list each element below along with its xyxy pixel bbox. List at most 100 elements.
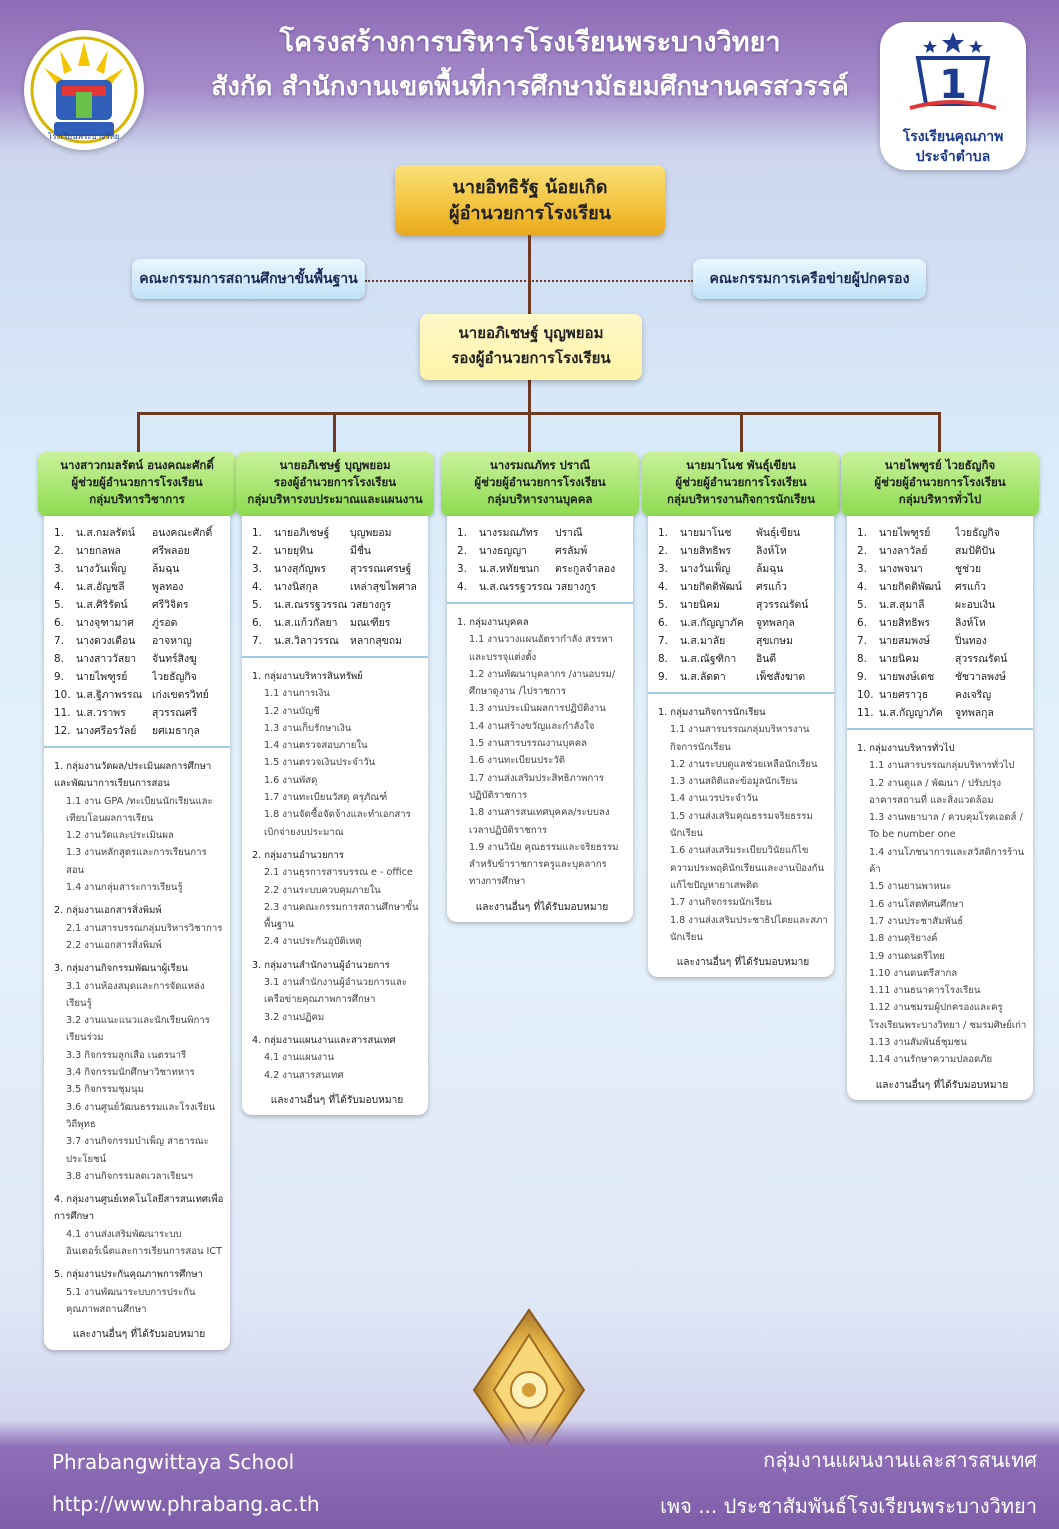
member-row: 8.น.ส.ณัฐฑิกาอินตี — [658, 650, 828, 668]
member-first-name: นายนิคม — [680, 599, 720, 611]
task-item: 1.1 งานการเงิน — [264, 688, 330, 700]
task-group-heading: 1. กลุ่มงานบุคคล — [457, 617, 529, 628]
member-row: 9.นายไพฑูรย์ไวยธัญกิจ — [54, 668, 224, 686]
group-leader-title: ผู้ช่วยผู้อำนวยการโรงเรียน — [874, 475, 1006, 489]
member-surname: เก่งเขตรวิทย์ — [152, 689, 209, 701]
member-surname: หลากสุขถม — [350, 635, 402, 647]
member-number: 2. — [252, 545, 262, 557]
task-item: 4.1 งานส่งเสริมพัฒนาระบบอินเตอร์เน็ตและก… — [66, 1228, 222, 1258]
task-item: 1.7 งานประชาสัมพันธ์ — [869, 915, 964, 927]
member-row: 3.นางพจนาชูช่วย — [857, 560, 1027, 578]
member-surname: คงเจริญ — [955, 689, 992, 701]
member-first-name: น.ส.กัญญาภัค — [680, 617, 744, 629]
quality-caption-2: ประจำตำบล — [915, 149, 991, 165]
task-group-heading: 5. กลุ่มงานประกันคุณภาพการศึกษา — [54, 1269, 203, 1281]
group-header-5: นายไพฑูรย์ ไวยธัญกิจผู้ช่วยผู้อำนวยการโร… — [841, 452, 1039, 516]
task-item: 1.6 งานโสตทัศนศึกษา — [869, 898, 964, 910]
group-name: กลุ่มบริหารงานบุคคล — [487, 492, 593, 506]
member-number: 7. — [857, 635, 867, 647]
member-surname: ศรแก้ว — [756, 581, 787, 593]
member-surname: ชัชวาลพงษ์ — [955, 671, 1006, 683]
group-header-3: นางรมณภัทร ปราณีผู้ช่วยผู้อำนวยการโรงเรี… — [441, 452, 639, 516]
group-header-1: นางสาวกมลรัตน์ อนงคณะศักดิ์ผู้ช่วยผู้อำน… — [38, 452, 236, 516]
member-surname: ล้มฉุน — [152, 563, 180, 575]
member-list: 1.น.ส.กมลรัตน์อนงคณะศักดิ์2.นายกลพลศรีพล… — [44, 516, 230, 748]
member-row: 10.นายศราวุธคงเจริญ — [857, 686, 1027, 704]
task-item: 3.8 งานกิจกรรมลดเวลาเรียนฯ — [66, 1170, 193, 1182]
task-item: 1.1 งานสารบรรณกลุ่มบริหารงานกิจการนักเรี… — [670, 724, 810, 753]
member-number: 7. — [54, 635, 64, 647]
member-surname: มีชื่น — [350, 545, 372, 557]
group-name: กลุ่มบริหารทั่วไป — [898, 492, 982, 506]
school-logo — [24, 30, 144, 150]
member-number: 2. — [54, 545, 64, 557]
task-item: 1.13 งานสัมพันธ์ชุมชน — [869, 1037, 967, 1049]
member-number: 11. — [857, 707, 874, 719]
member-number: 3. — [857, 563, 867, 575]
member-surname: เพ็ชสังฆาต — [756, 671, 806, 683]
member-row: 2.นายสิทธิพรลิงห์โห — [658, 542, 828, 560]
member-first-name: นายกิตติพัฒน์ — [879, 581, 942, 593]
task-group-heading: 1. กลุ่มงานบริหารทั่วไป — [857, 743, 955, 754]
task-item: 1.11 งานธนาคารโรงเรียน — [869, 985, 981, 997]
member-row: 1.นายไพฑูรย์ไวยธัญกิจ — [857, 524, 1027, 542]
member-list: 1.นางรมณภัทรปราณี2.นางธญญาศรลัมพ์3.น.ส.ห… — [447, 516, 633, 604]
connector-group-4 — [740, 412, 743, 452]
footer-url-link[interactable]: http://www.phrabang.ac.th — [52, 1492, 320, 1516]
task-group-heading: 2. กลุ่มงานเอกสารสิ่งพิมพ์ — [54, 905, 162, 917]
member-number: 5. — [54, 599, 64, 611]
footer-page-link[interactable]: เพจ ... ประชาสัมพันธ์โรงเรียนพระบางวิทยา — [660, 1494, 1037, 1518]
task-item: 3.3 กิจกรรมลูกเสือ เนตรนารี — [66, 1049, 187, 1061]
footer-banner: Phrabangwittaya School http://www.phraba… — [0, 1420, 1059, 1529]
quality-school-logo: 1 โรงเรียนคุณภาพ ประจำตำบล — [880, 22, 1026, 170]
other-assigned-note: และงานอื่นๆ ที่ได้รับมอบหมาย — [875, 1079, 1009, 1091]
quality-badge-icon: 1 — [909, 32, 997, 110]
member-surname: มณเฑียร — [350, 617, 391, 629]
member-row: 4. นายกิตติพัฒน์ ศรแก้ว — [857, 578, 1027, 596]
task-item: 4.1 งานแผนงาน — [264, 1052, 334, 1064]
member-number: 2. — [457, 545, 467, 557]
task-item: 1.2 งานบัญชี — [264, 705, 320, 717]
member-row: 12.นางศรีอรวัลย์ยศเมธากุล — [54, 722, 224, 740]
member-first-name: นางวันเพ็ญ — [76, 563, 127, 575]
task-item: 1.4 งานสร้างขวัญและกำลังใจ — [469, 720, 595, 732]
member-number: 4. — [658, 581, 668, 593]
task-item: 1.2 งานดูแล / พัฒนา / ปรับปรุงอาคารสถานท… — [869, 777, 1002, 806]
member-number: 1. — [857, 527, 867, 539]
member-first-name: นางพจนา — [879, 563, 923, 575]
member-number: 3. — [252, 563, 262, 575]
task-item: 1.2 งานพัฒนาบุคลากร /งานอบรม/ศึกษาดูงาน … — [469, 668, 616, 698]
group-header-4: นายมาโนช พันธุ์เขียนผู้ช่วยผู้อำนวยการโร… — [642, 452, 840, 516]
member-surname: ภู่รอด — [152, 617, 178, 629]
page-subtitle: สังกัด สำนักงานเขตพื้นที่การศึกษามัธยมศึ… — [211, 72, 849, 102]
task-item: 1.1 งานสารบรรณกลุ่มบริหารทั่วไป — [869, 760, 1015, 772]
member-number: 5. — [857, 599, 867, 611]
member-row: 8.นายนิคมสุวรรณรัตน์ — [857, 650, 1027, 668]
member-first-name: นายสิทธิพร — [879, 617, 930, 629]
other-assigned-note: และงานอื่นๆ ที่ได้รับมอบหมาย — [270, 1094, 404, 1106]
member-first-name: น.ส.มาลัย — [680, 635, 726, 647]
member-row: 3.นางวันเพ็ญล้มฉุน — [54, 560, 224, 578]
task-item: 1.2 งานวัดและประเมินผล — [66, 830, 174, 842]
member-surname: จูทพลกุล — [756, 617, 795, 629]
member-surname: ลิงห์โห — [756, 545, 787, 557]
member-number: 7. — [252, 635, 262, 647]
connector-deputy-down — [528, 380, 531, 414]
member-row: 3.นางวันเพ็ญล้มฉุน — [658, 560, 828, 578]
member-row: 4.น.ส.ณรรฐวรรณวสยางกูร — [457, 578, 627, 596]
member-number: 4. — [857, 581, 867, 593]
member-first-name: น.ส.วราพร — [76, 707, 126, 719]
member-row: 2.นางธญญาศรลัมพ์ — [457, 542, 627, 560]
member-number: 6. — [658, 617, 668, 629]
other-assigned-note: และงานอื่นๆ ที่ได้รับมอบหมาย — [475, 901, 609, 913]
task-list: 1. กลุ่มงานบริหารสินทรัพย์1.1 งานการเงิน… — [242, 658, 428, 1115]
member-surname: สุวรรณเศรษฐ์ — [350, 563, 412, 575]
member-row: 7.นายสมพงษ์ปิ่นทอง — [857, 632, 1027, 650]
group-leader-name: นางรมณภัทร ปราณี — [489, 458, 591, 472]
member-number: 1. — [658, 527, 668, 539]
member-surname: ศรแก้ว — [955, 581, 986, 593]
member-first-name: นางศรีอรวัลย์ — [76, 725, 137, 737]
